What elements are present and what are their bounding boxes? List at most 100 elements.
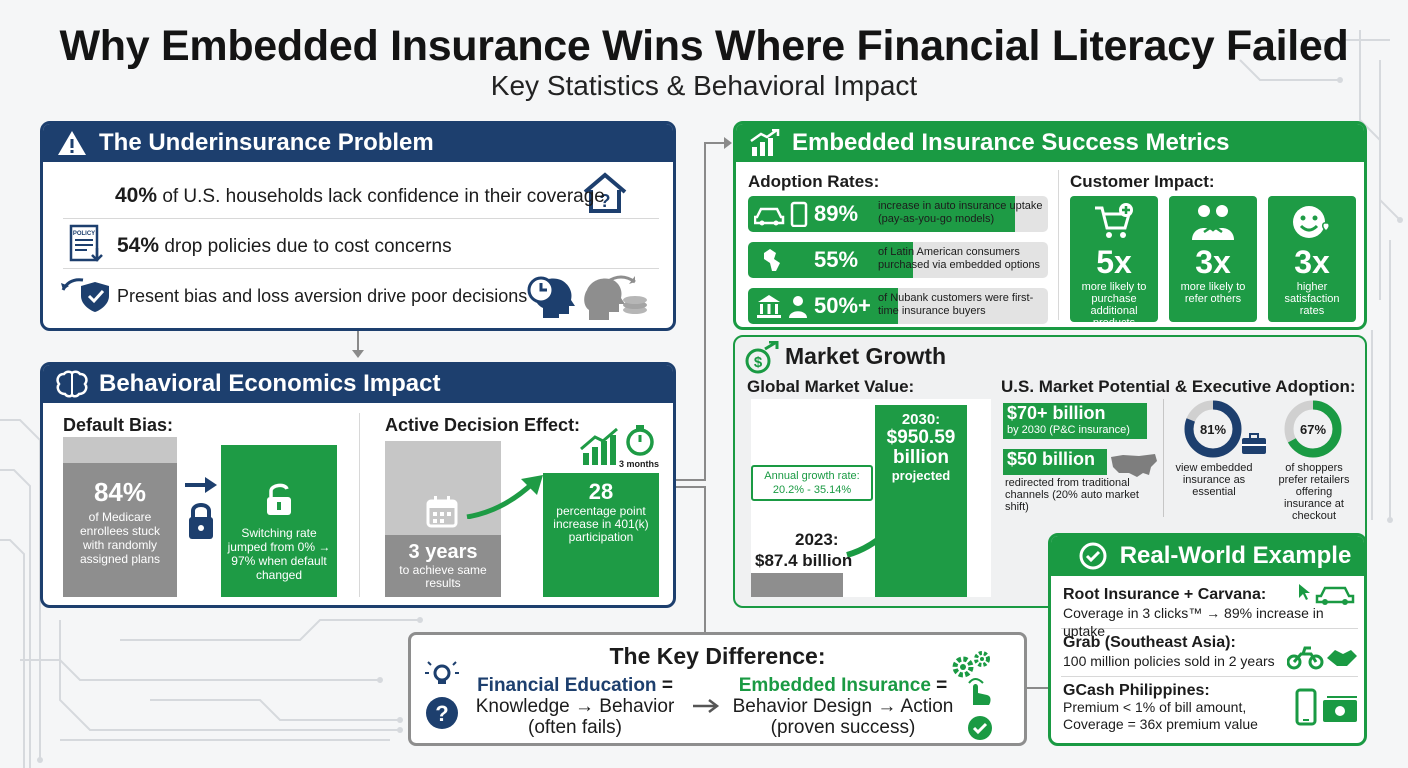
adoption-label: Adoption Rates: (748, 172, 880, 191)
root-text: Coverage in 3 clicks™ → 89% increase in … (1063, 605, 1324, 639)
default-bias-gray-text: of Medicare enrollees stuck with randoml… (79, 510, 161, 566)
left-note: (often fails) (528, 717, 622, 738)
adoption-value: 50%+ (814, 293, 871, 318)
divider (1163, 399, 1164, 517)
right-title: Embedded Insurance (738, 675, 931, 696)
latin-america-map-icon (754, 247, 812, 278)
key-difference-panel: The Key Difference: ? Financial Educatio… (408, 632, 1027, 746)
value-2023-label: 2023: $87.4 billion (755, 529, 852, 571)
divider (63, 218, 659, 219)
grab-text: 100 million policies sold in 2 years (1063, 653, 1275, 669)
growth-chart-icon (748, 128, 782, 158)
growth-rate-box: Annual growth rate: 20.2% - 35.14% (751, 465, 873, 501)
year-2030: 2030: (901, 411, 941, 428)
policy-label: POLICY (73, 231, 95, 237)
global-market-label: Global Market Value: (747, 377, 915, 396)
grab-title: Grab (Southeast Asia): (1063, 634, 1236, 651)
behavioral-header: Behavioral Economics Impact (43, 365, 673, 403)
metrics-header: Embedded Insurance Success Metrics (736, 124, 1364, 162)
divider (359, 413, 360, 597)
donut-label: 81% (1200, 422, 1226, 437)
curved-arrow-icon (466, 475, 543, 519)
house-question-icon: ? (583, 172, 627, 213)
us-value-1: $70+ billion (1007, 403, 1106, 423)
people-icon (1169, 196, 1257, 242)
page-subtitle: Key Statistics & Behavioral Impact (490, 70, 918, 101)
gcash-text: Premium < 1% of bill amount, (1063, 699, 1247, 715)
stat-40-text: of U.S. households lack confidence in th… (162, 186, 605, 207)
donut-label: 67% (1300, 422, 1326, 437)
svg-text:?: ? (600, 191, 611, 211)
donut-67: 67% (1284, 400, 1342, 458)
car-phone-icon (753, 201, 812, 232)
right-note: (proven success) (770, 717, 916, 738)
divider (1061, 676, 1358, 677)
briefcase-icon (1242, 433, 1266, 454)
unlock-icon (267, 483, 291, 515)
us-value-2: $50 billion (1003, 449, 1107, 475)
adoption-row: 50%+of Nubank customers were first-time … (748, 288, 1048, 324)
market-growth-heading: Market Growth (785, 343, 947, 369)
stat-54-value: 54% (117, 234, 160, 257)
real-world-header: Real-World Example (1051, 536, 1364, 576)
page-title: Why Embedded Insurance Wins Where Financ… (59, 22, 1349, 70)
cursor-car-icon (1299, 584, 1355, 605)
underinsurance-heading: The Underinsurance Problem (99, 129, 434, 156)
stat-54-row: 54% drop policies due to cost concerns (117, 234, 452, 258)
motorbike-handshake-icon (1287, 646, 1357, 670)
bar-growth-icon (580, 427, 618, 465)
lightbulb-question-icon: ? (425, 661, 459, 729)
real-world-panel: Real-World Example Root Insurance + Carv… (1048, 533, 1367, 746)
us-value-1-note: by 2030 (P&C insurance) (1007, 424, 1130, 436)
bank-person-icon (754, 293, 812, 324)
left-title: Financial Education (477, 675, 657, 696)
adoption-row: 55% of Latin American consumers purchased… (748, 242, 1048, 278)
donut-arc (1184, 400, 1242, 458)
value-2023: $87.4 billion (755, 551, 853, 570)
right-line: Behavior Design → Action (732, 696, 954, 717)
bar-2030: 2030: $950.59 billion projected (875, 405, 967, 597)
cart-plus-icon (1070, 196, 1158, 242)
arrow-right-icon (693, 699, 720, 713)
smile-heart-icon (1268, 196, 1356, 242)
us-value-box-1: $70+ billion by 2030 (P&C insurance) (1003, 403, 1147, 439)
donut-81-text: view embedded insurance as essential (1175, 462, 1253, 498)
stopwatch-icon (626, 425, 654, 456)
adoption-text: of Latin American consumers purchased vi… (878, 246, 1041, 271)
brain-icon (55, 369, 89, 399)
svg-text:?: ? (435, 701, 448, 726)
default-bias-green-bar: Switching rate jumped from 0% → 97% when… (221, 445, 337, 597)
arrow-lock-icon (185, 477, 217, 539)
stat-54-text: drop policies due to cost concerns (164, 236, 452, 257)
adoption-value: 89% (814, 201, 859, 226)
svg-text:$: $ (754, 354, 763, 371)
underinsurance-panel: The Underinsurance Problem 40% of U.S. h… (40, 121, 676, 331)
dollar-growth-icon: $ (745, 341, 779, 374)
left-line: Knowledge → Behavior (475, 696, 675, 717)
check-circle-icon (968, 716, 992, 740)
root-title: Root Insurance + Carvana: (1063, 586, 1267, 603)
active-decision-label: Active Decision Effect: (385, 415, 581, 435)
default-bias-green-text: Switching rate jumped from 0% → 97% when… (227, 526, 331, 582)
impact-value: 3x (1294, 244, 1330, 280)
real-world-heading: Real-World Example (1119, 542, 1352, 569)
impact-value: 3x (1195, 244, 1231, 280)
impact-value: 5x (1096, 244, 1132, 280)
value-2030-note: projected (891, 468, 951, 483)
metrics-heading: Embedded Insurance Success Metrics (792, 129, 1230, 156)
adoption-value: 55% (814, 247, 859, 272)
default-bias-gray-bar: 84% of Medicare enrollees stuck with ran… (63, 463, 177, 597)
calendar-icon (426, 496, 458, 528)
us-market-label: U.S. Market Potential & Executive Adopti… (1001, 377, 1356, 396)
value-2030: $950.59 billion (886, 427, 956, 468)
divider (1061, 628, 1358, 629)
gcash-text-2: Coverage = 36x premium value (1063, 716, 1258, 732)
phone-cash-icon (1295, 688, 1357, 726)
left-definition: Financial Education = Knowledge → Behavi… (455, 675, 695, 738)
impact-text: higher satisfaction rates (1284, 281, 1340, 317)
head-coins-icon (584, 275, 647, 320)
head-clock-icon (527, 276, 575, 318)
